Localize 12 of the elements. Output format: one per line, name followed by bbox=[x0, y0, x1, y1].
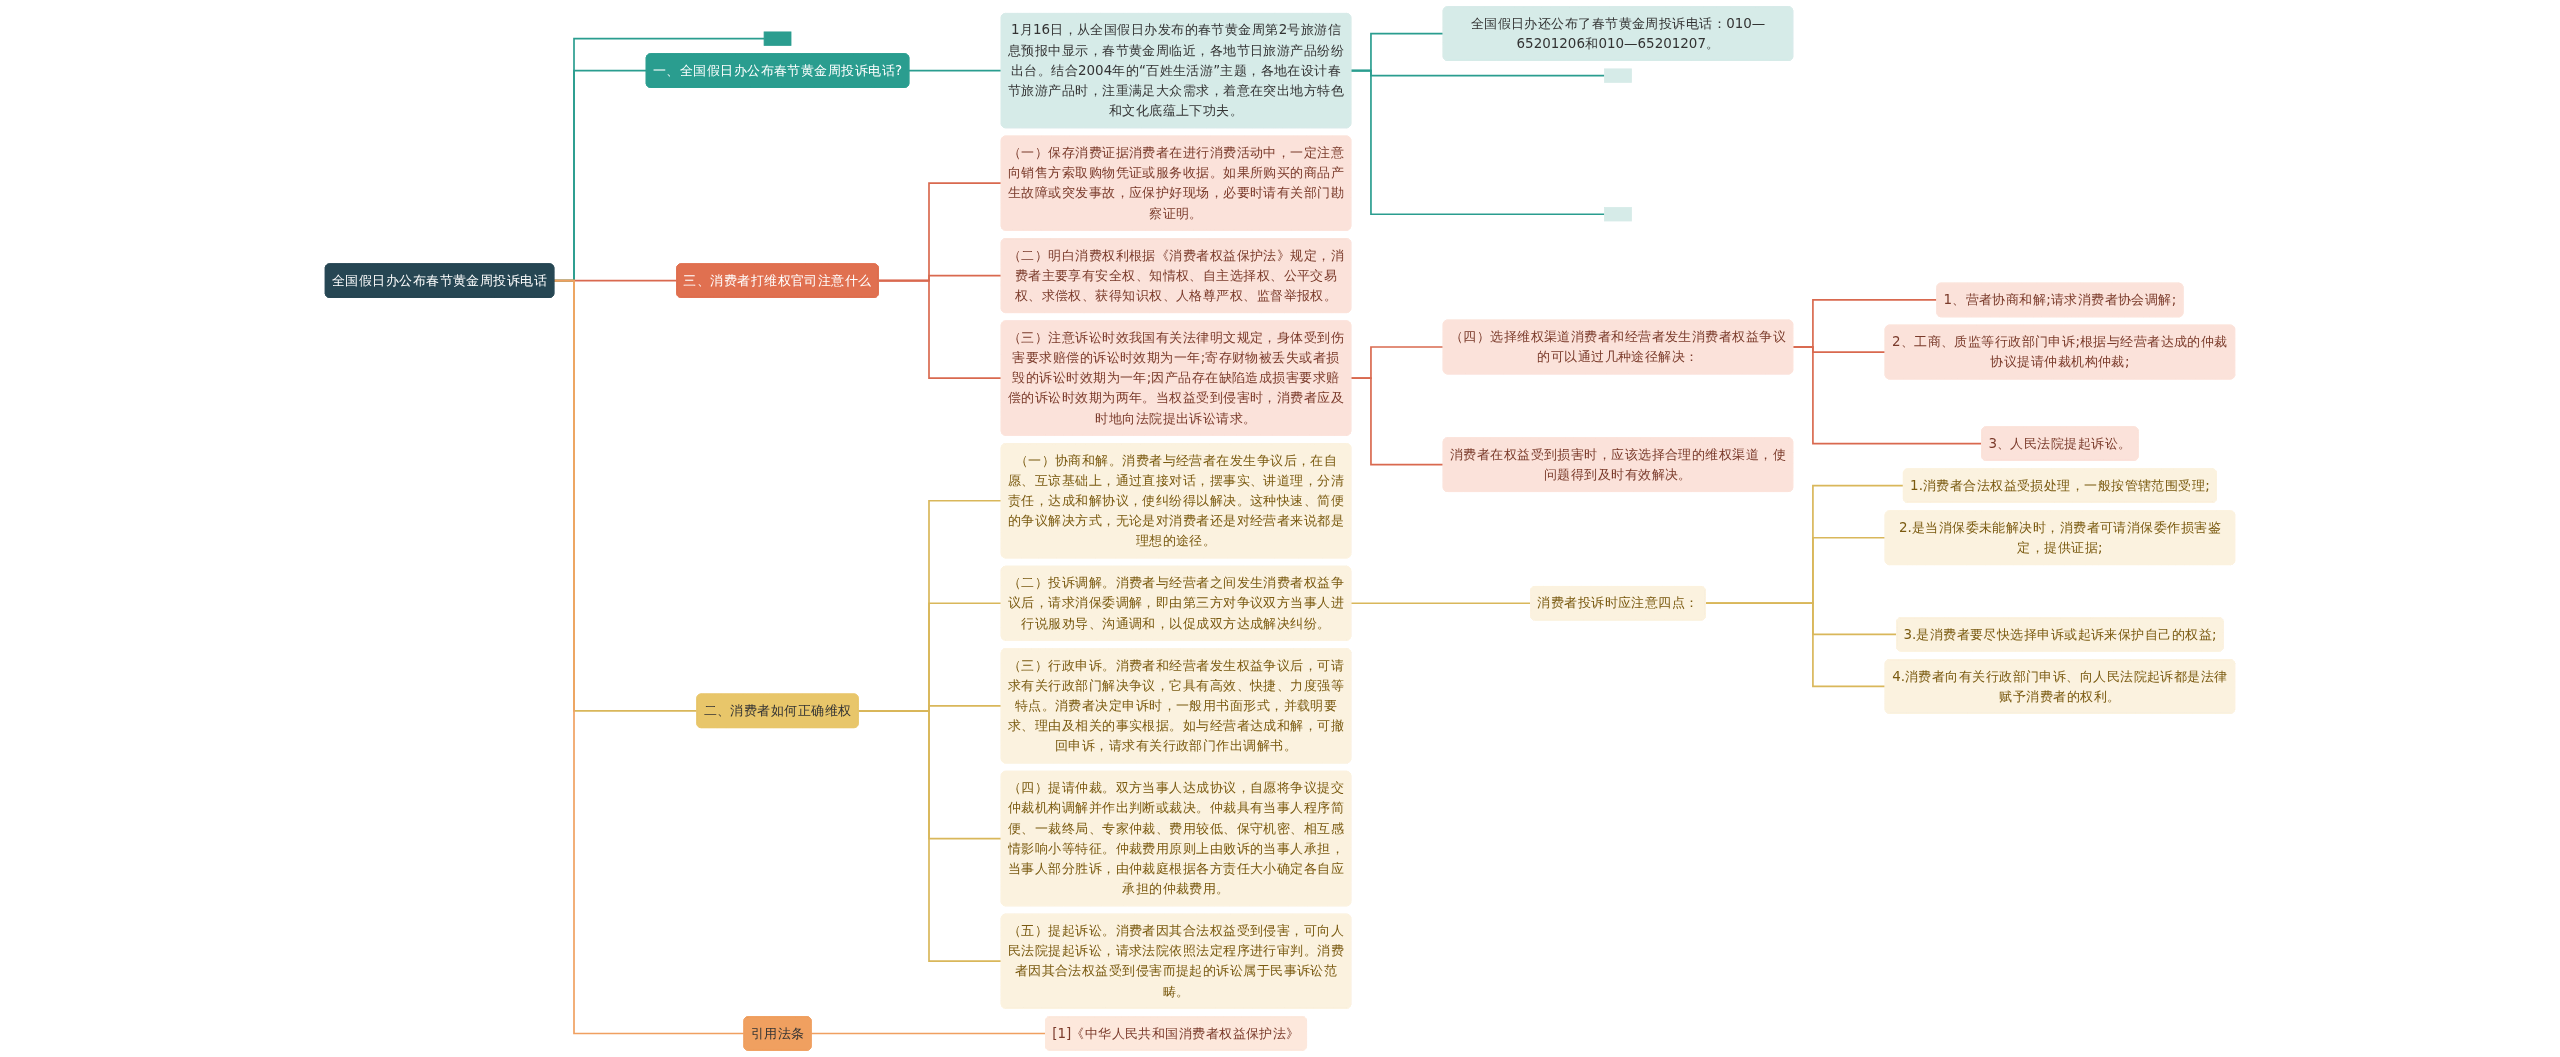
connector bbox=[1349, 377, 1445, 466]
connector bbox=[857, 710, 1003, 963]
connector bbox=[908, 69, 1003, 72]
connector bbox=[1349, 602, 1532, 605]
node-box bbox=[1604, 68, 1632, 83]
connector bbox=[810, 1032, 1047, 1035]
connector bbox=[1704, 602, 1886, 688]
node-box bbox=[763, 31, 792, 46]
connector bbox=[877, 279, 1003, 379]
node-box bbox=[1604, 207, 1632, 222]
connector bbox=[1791, 346, 1983, 445]
connector bbox=[1349, 69, 1606, 216]
